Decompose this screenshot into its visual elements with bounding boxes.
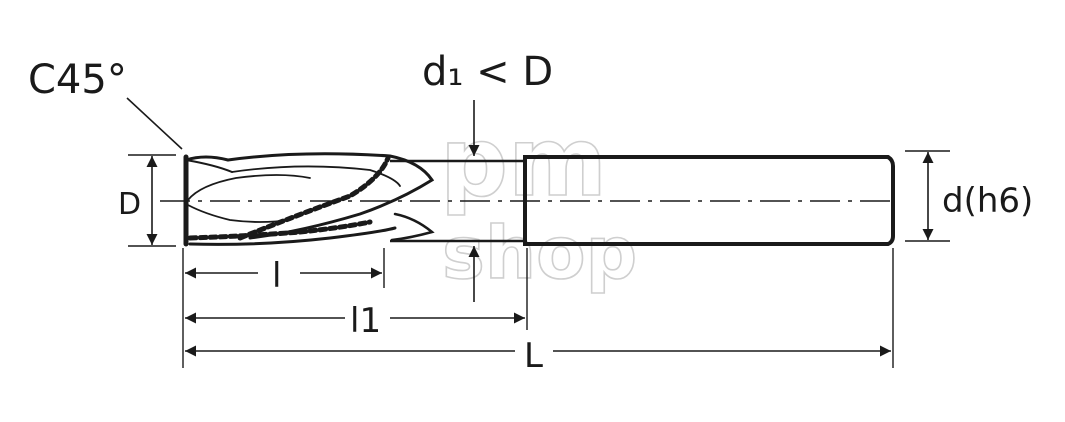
watermark-line2: shop	[442, 211, 637, 295]
chamfer-label: C45°	[28, 57, 127, 103]
overall-length-label: L	[524, 336, 543, 376]
chamfer-leader	[126, 97, 183, 150]
cutting-head	[183, 152, 435, 247]
shank-diameter-label: d(h6)	[942, 181, 1033, 221]
neck-length-label: l1	[350, 301, 381, 341]
watermark: pm shop	[439, 107, 638, 296]
cutting-diameter-label: D	[118, 187, 141, 222]
neck	[390, 159, 525, 243]
neck-label: d₁ < D	[422, 49, 553, 95]
dimension-arrows	[126, 97, 934, 357]
cutting-length-label: l	[272, 256, 281, 296]
extension-lines	[128, 150, 950, 368]
shank	[523, 155, 895, 246]
